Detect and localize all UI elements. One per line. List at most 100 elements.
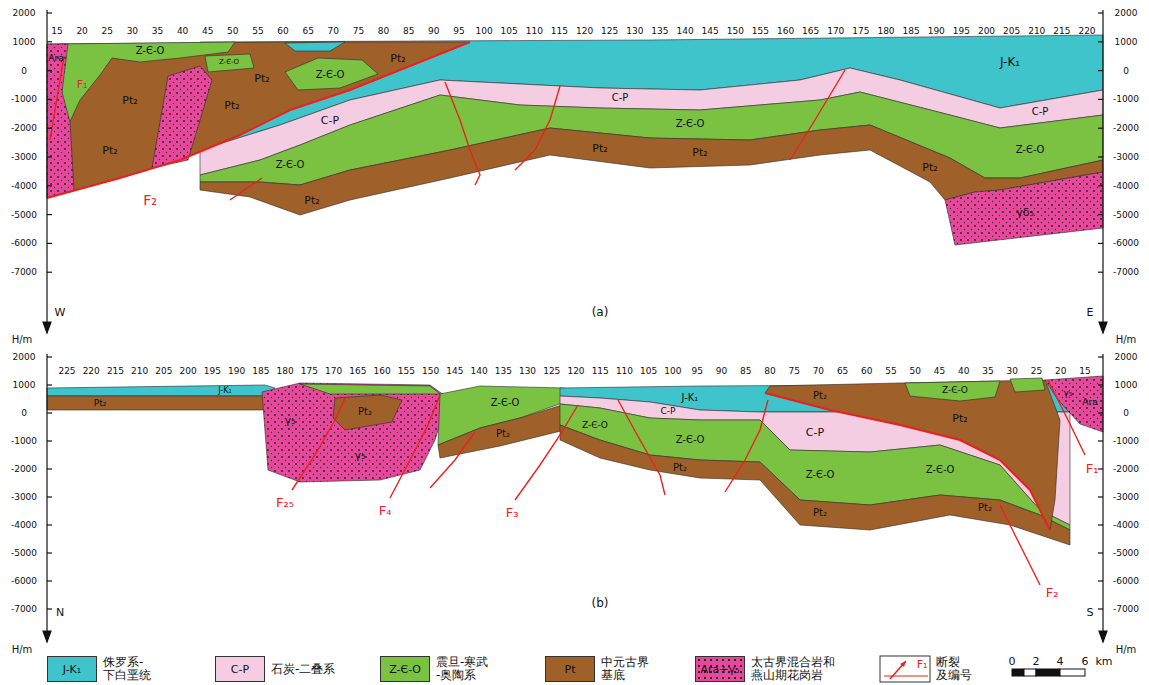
unit-label: J-K₁ [682,393,699,403]
distance-mark: 170 [325,367,342,376]
axis-tick [47,440,52,441]
axis-value: -2000 [1113,124,1139,133]
axis-tick [1098,99,1103,100]
fault-line [515,405,578,500]
distance-mark: 215 [1053,27,1070,36]
unit-label: Z-Є-O [582,421,608,430]
unit-label: Pt₂ [813,508,827,518]
unit-label: J-K₁ [218,387,231,395]
unit-label: Z-Є-O [676,119,705,129]
axis-unit: H/m [12,645,33,655]
scale-value: 0 [1009,656,1016,667]
distance-mark: 90 [428,27,439,36]
axis-tick [1098,356,1103,357]
fault-swatch [880,656,930,682]
swatch-code: C-P [231,664,249,675]
distance-mark: 110 [616,367,633,376]
distance-mark: 185 [903,27,920,36]
unit-label: Pt₂ [102,145,117,156]
archean-granite [1045,376,1103,432]
axis-value: -1000 [11,95,37,104]
axis-value: -5000 [1113,549,1139,558]
unit-label: C-P [806,427,824,438]
granite [152,66,212,168]
legend-text: 中元古界 基底 [601,656,655,682]
distance-mark: 165 [349,367,366,376]
axis-value: 0 [1123,66,1129,75]
swatch-code: Pt [565,664,576,675]
unit-label: C-P [612,93,629,103]
axis-tick [1098,412,1103,413]
axis-value: -3000 [1113,153,1139,162]
distance-mark: 105 [501,27,518,36]
distance-mark: 30 [1007,367,1018,376]
distance-mark: 150 [727,27,744,36]
sinian-ordovician [905,381,1000,401]
fault-line [50,56,64,140]
axis-value: 1000 [1115,37,1138,46]
fault-line [1048,380,1085,455]
unit-label: C-P [321,115,339,126]
fault-line [765,393,1050,530]
distance-mark: 160 [777,27,794,36]
unit-label: C-P [661,407,676,416]
granite-texture [152,66,212,168]
axis-value: -2000 [11,124,37,133]
axis-value: 2000 [13,9,36,18]
distance-mark: 150 [422,367,439,376]
proterozoic-basement [438,404,565,458]
distance-mark: 85 [403,27,414,36]
axis-tick [47,99,52,100]
axis-tick [1098,468,1103,469]
distance-mark: 185 [252,367,269,376]
axis-value: -3000 [11,153,37,162]
unit-label: Pt₂ [813,391,827,401]
distance-mark: 115 [592,367,609,376]
unit-label: C-P [1032,107,1049,117]
axis-value: -4000 [11,521,37,530]
axis-tick [1098,272,1103,273]
sinian-ordovician [205,54,254,72]
distance-mark: 210 [1028,27,1045,36]
axis-tick [1098,552,1103,553]
axis-tick [47,496,52,497]
distance-mark: 180 [277,367,294,376]
granite [262,383,448,482]
distance-mark: 115 [551,27,568,36]
fault-label: F₁ [1086,462,1099,475]
fault-line [1000,505,1040,585]
unit-label: γ₅ [355,450,366,461]
distance-mark: 120 [576,27,593,36]
axis-tick [1098,608,1103,609]
distance-mark: 95 [453,27,464,36]
axis-unit: H/m [1116,335,1137,345]
scale-bar [1012,669,1024,676]
distance-mark: 35 [152,27,163,36]
distance-mark: 25 [1031,367,1042,376]
unit-label: Pt₂ [978,503,992,513]
legend-text: 震旦-寒武 -奥陶系 [436,656,494,682]
distance-mark: 15 [51,27,62,36]
unit-label: Pt₂ [496,429,510,439]
fault-line [47,42,470,198]
axis-tick [1098,214,1103,215]
axis-value: -6000 [1113,577,1139,586]
archean-granite-texture [47,44,74,198]
unit-label: Pt₂ [358,407,372,417]
distance-mark: 20 [1055,367,1066,376]
distance-mark: 40 [177,27,188,36]
unit-label: Pt₂ [952,413,967,424]
unit-label: γδ₅ [1016,207,1034,218]
distance-mark: 140 [470,367,487,376]
axis-value: -5000 [11,210,37,219]
distance-mark: 80 [764,367,775,376]
axis-tick [47,468,52,469]
axis-tick [47,608,52,609]
distance-mark: 105 [640,367,657,376]
archean-granite-texture [1045,376,1103,432]
distance-mark: 205 [1003,27,1020,36]
axis-tick [47,12,52,13]
fault-line [292,398,345,490]
depth-axis [46,10,47,324]
